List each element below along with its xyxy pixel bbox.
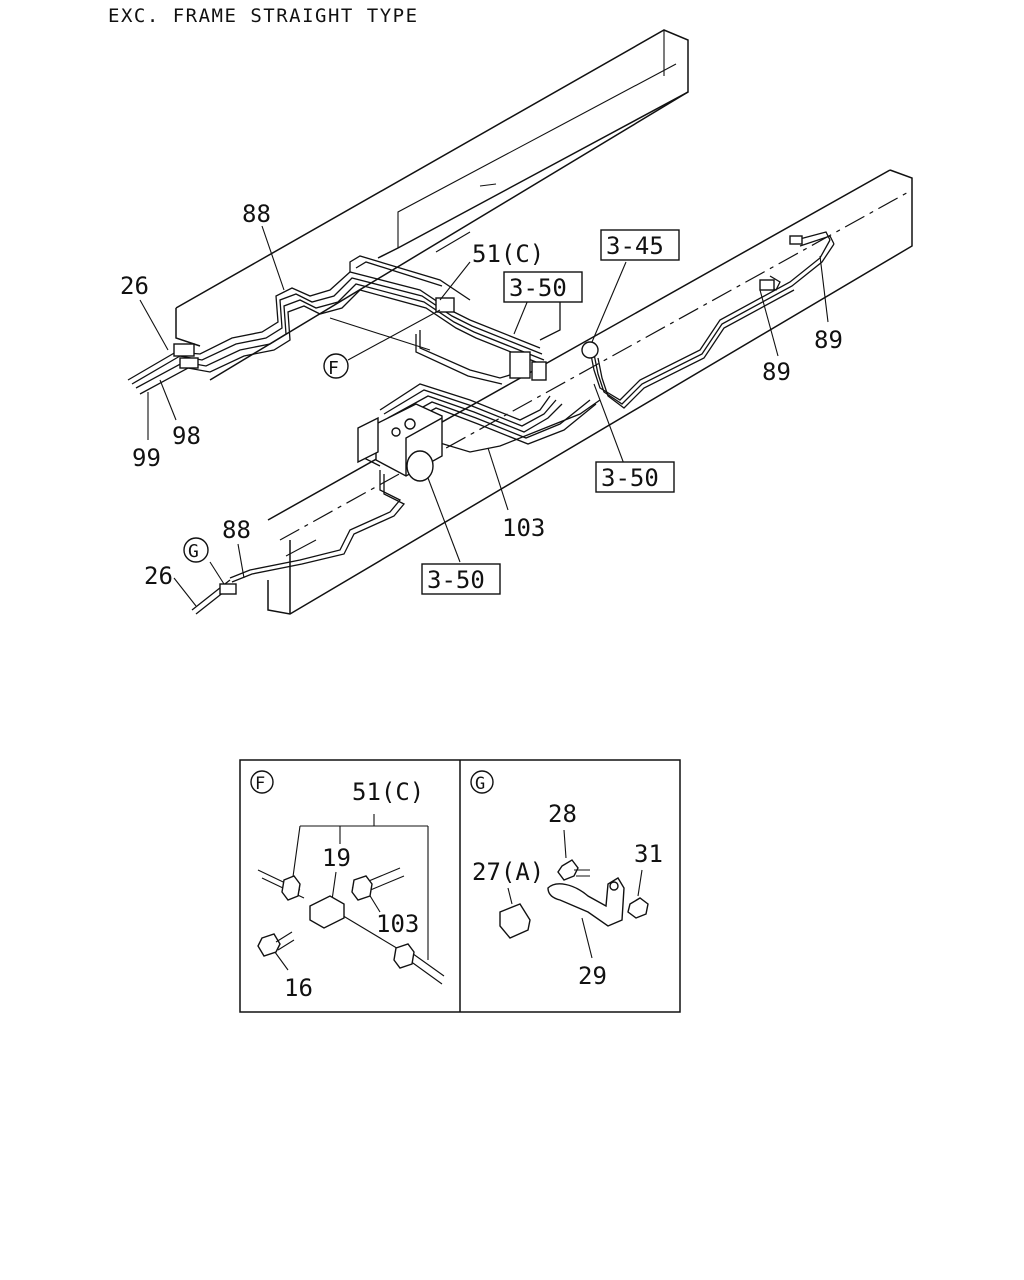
ref-box-3-50-b xyxy=(595,461,675,493)
detail-marker-f xyxy=(323,353,349,379)
detail-f: F 51(C) 19 103 16 xyxy=(250,770,445,1002)
ref-3-45: 3-45 xyxy=(606,232,664,260)
detail-f-marker: F xyxy=(255,774,265,794)
callout-103: 103 xyxy=(502,514,545,542)
ref-3-50-a: 3-50 xyxy=(509,274,567,302)
detail-g-marker: G xyxy=(475,774,485,794)
ref-3-50-b: 3-50 xyxy=(601,464,659,492)
detail-panels xyxy=(239,759,681,1013)
detail-g-27a: 27(A) xyxy=(472,858,544,886)
proportioning-valve xyxy=(357,403,443,482)
brake-pipes-lower xyxy=(191,383,601,615)
detail-f-103: 103 xyxy=(376,910,419,938)
diagram-title: EXC. FRAME STRAIGHT TYPE xyxy=(108,5,419,27)
callout-f: F xyxy=(328,358,339,379)
callout-26-lower: 26 xyxy=(144,562,173,590)
callout-51c: 51(C) xyxy=(472,240,544,268)
pipe-joints xyxy=(173,235,803,595)
callout-88-upper: 88 xyxy=(242,200,271,228)
callout-89-b: 89 xyxy=(814,326,843,354)
detail-g-28: 28 xyxy=(548,800,577,828)
ref-box-3-50-c xyxy=(421,563,501,595)
detail-g-31: 31 xyxy=(634,840,663,868)
detail-f-16: 16 xyxy=(284,974,313,1002)
ref-box-3-50-a xyxy=(503,271,583,303)
ref-box-3-45 xyxy=(600,229,680,261)
frame-rail-right xyxy=(267,169,913,615)
callout-g: G xyxy=(188,541,199,562)
callout-89-a: 89 xyxy=(762,358,791,386)
leader-lines xyxy=(139,225,829,607)
detail-g-29: 29 xyxy=(578,962,607,990)
detail-f-51c: 51(C) xyxy=(352,778,424,806)
callout-98: 98 xyxy=(172,422,201,450)
callout-88-lower: 88 xyxy=(222,516,251,544)
detail-f-19: 19 xyxy=(322,844,351,872)
callout-99: 99 xyxy=(132,444,161,472)
ref-3-50-c: 3-50 xyxy=(427,566,485,594)
detail-g: G 28 27(A) 31 29 xyxy=(470,770,663,990)
detail-marker-g xyxy=(183,537,209,563)
callout-26-upper: 26 xyxy=(120,272,149,300)
